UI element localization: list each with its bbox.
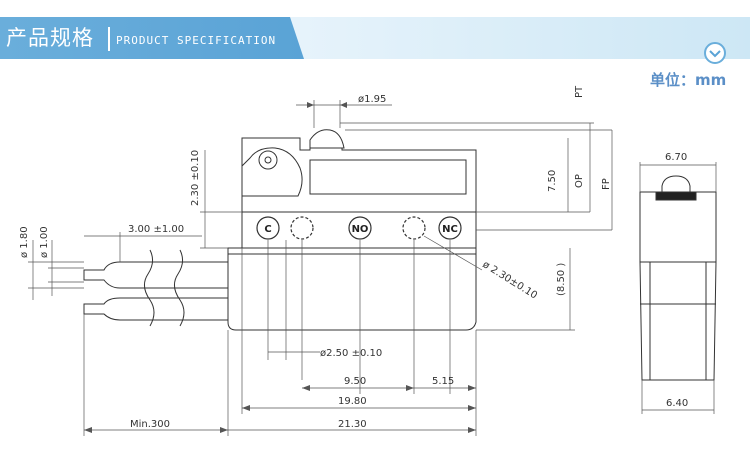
dim-fp: FP xyxy=(601,178,612,190)
side-view-outline xyxy=(639,175,717,381)
dimension-lines xyxy=(28,100,613,436)
dim-1980: 19.80 xyxy=(338,396,367,407)
dim-pt: PT xyxy=(574,85,585,98)
dim-height-750: 7.50 xyxy=(547,170,558,192)
dim-side-670: 6.70 xyxy=(665,152,687,163)
dimension-arrows xyxy=(84,102,476,433)
header-bar: 产品规格 PRODUCT SPECIFICATION xyxy=(0,17,750,64)
terminal-holes xyxy=(256,216,462,240)
chevron-down-icon[interactable] xyxy=(704,42,726,64)
terminal-no: NO xyxy=(352,224,369,235)
dim-hole-230: ø 2.30±0.10 xyxy=(480,259,539,301)
dim-height-230: 2.30 ±0.10 xyxy=(190,150,201,206)
dim-950: 9.50 xyxy=(344,376,366,387)
dim-min-300: Min.300 xyxy=(130,419,170,430)
dim-515: 5.15 xyxy=(432,376,454,387)
title-separator xyxy=(108,27,110,51)
dim-height-850: (8.50 ) xyxy=(556,263,567,296)
dim-op: OP xyxy=(574,174,585,188)
dim-2130: 21.30 xyxy=(338,419,367,430)
dim-side-640: 6.40 xyxy=(666,398,688,409)
dim-hole-250: ø2.50 ±0.10 xyxy=(320,348,382,359)
wire-break-marks xyxy=(144,249,185,327)
title-chinese: 产品规格 xyxy=(6,26,94,50)
header-title-block: 产品规格 PRODUCT SPECIFICATION xyxy=(0,17,304,59)
terminal-c: C xyxy=(264,224,271,235)
chevron-down-glyph xyxy=(709,50,721,58)
side-view-dimensions xyxy=(639,162,717,414)
dim-strip-300: 3.00 ±1.00 xyxy=(128,224,184,235)
unit-label: 单位：mm xyxy=(650,71,727,89)
dim-pin-diameter: ø1.95 xyxy=(358,94,386,105)
dim-wire-180: ø 1.80 xyxy=(19,226,30,258)
title-english: PRODUCT SPECIFICATION xyxy=(116,34,277,47)
terminal-nc: NC xyxy=(442,224,458,235)
switch-outline xyxy=(83,129,477,331)
dim-wire-100: ø 1.00 xyxy=(39,226,50,258)
